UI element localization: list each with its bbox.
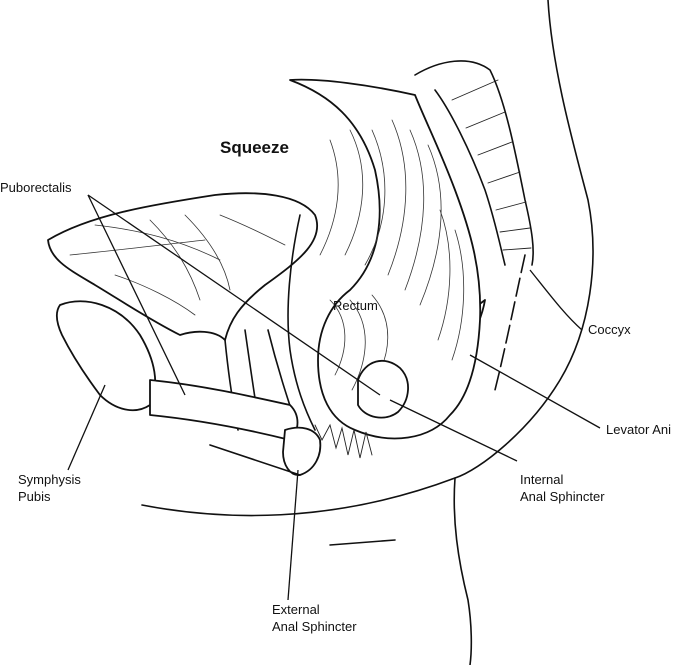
- leader-puborectalis-1: [87, 194, 186, 396]
- body-outline-back: [453, 0, 594, 665]
- leader-internal-sphincter: [389, 399, 518, 462]
- vagina-wall-2: [287, 214, 316, 431]
- leader-levator-ani: [469, 354, 601, 429]
- label-external-anal-sphincter-line2: Anal Sphincter: [272, 619, 357, 634]
- rectum: [289, 78, 482, 440]
- body-outline-lower: [141, 477, 456, 517]
- label-coccyx: Coccyx: [588, 322, 631, 337]
- label-internal-anal-sphincter-line1: Internal: [520, 472, 564, 487]
- leader-symphysis-pubis: [67, 384, 106, 471]
- leader-puborectalis-2: [87, 194, 381, 396]
- perineal-body: [209, 444, 301, 476]
- anal-canal-folds: [314, 423, 373, 459]
- posterior-fascia-line: [494, 254, 526, 391]
- label-external-anal-sphincter-line1: External: [272, 602, 320, 617]
- leader-lines: [67, 194, 601, 601]
- bladder: [47, 192, 319, 341]
- symphysis-pubis: [55, 300, 157, 412]
- diagram-title: Squeeze: [220, 138, 289, 157]
- label-internal-anal-sphincter-line2: Anal Sphincter: [520, 489, 605, 504]
- leader-external-sphincter: [287, 469, 299, 601]
- internal-anal-sphincter: [357, 359, 409, 419]
- external-anal-sphincter: [282, 426, 322, 476]
- thigh-line: [329, 539, 396, 546]
- leader-coccyx: [529, 269, 583, 331]
- label-symphysis-pubis-line1: Symphysis: [18, 472, 81, 487]
- label-levator-ani: Levator Ani: [606, 422, 672, 437]
- puborectalis-muscle: [149, 379, 299, 441]
- label-rectum: Rectum: [333, 298, 378, 313]
- label-puborectalis: Puborectalis: [0, 180, 72, 195]
- label-symphysis-pubis-line2: Pubis: [18, 489, 51, 504]
- coccyx-vertebrae: [414, 60, 534, 266]
